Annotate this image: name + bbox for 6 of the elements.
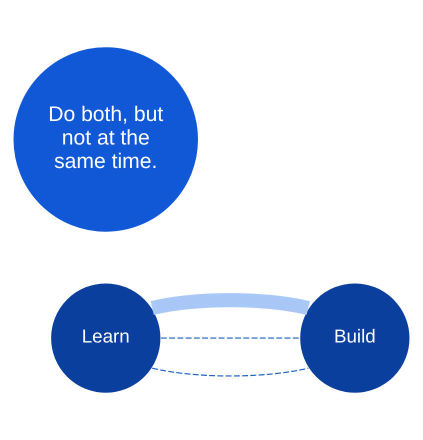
connector bbox=[161, 338, 300, 339]
node-circle: Do both, but not at the same time. bbox=[12, 46, 200, 233]
connector bbox=[150, 293, 310, 315]
node-circle: Build bbox=[299, 282, 411, 394]
node-circle: Learn bbox=[50, 282, 162, 394]
connector bbox=[152, 368, 308, 377]
